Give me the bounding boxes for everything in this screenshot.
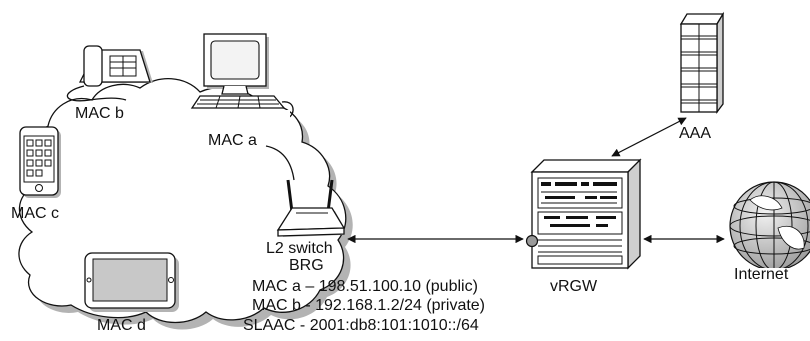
- address-line-1: MAC a – 198.51.100.10 (public): [252, 278, 478, 295]
- desktop-computer-icon: [180, 33, 294, 120]
- aaa-label: AAA: [679, 125, 711, 142]
- mac-a-label: MAC a: [208, 132, 257, 149]
- brg-label: BRG: [289, 257, 324, 274]
- mac-d-label: MAC d: [97, 317, 146, 334]
- vrgw-router-icon: [525, 158, 642, 270]
- wire-mac-a-to-switch: [265, 145, 295, 181]
- desk-phone-icon: [66, 45, 153, 102]
- vrgw-label: vRGW: [550, 278, 598, 295]
- link-vrgw-aaa: [611, 117, 687, 157]
- switch-label: L2 switch: [266, 240, 333, 257]
- address-line-2: MAC b - 192.168.1.2/24 (private): [252, 297, 485, 314]
- tablet-icon: [84, 252, 179, 312]
- smartphone-icon: [19, 126, 61, 198]
- l2-switch-icon: [276, 179, 346, 237]
- address-line-3: SLAAC - 2001:db8:101:1010::/64: [243, 317, 479, 334]
- mac-c-label: MAC c: [11, 205, 59, 222]
- mac-b-label: MAC b: [75, 105, 124, 122]
- aaa-server-icon: [679, 11, 725, 114]
- internet-label: Internet: [734, 266, 789, 283]
- internet-globe-icon: [729, 181, 810, 280]
